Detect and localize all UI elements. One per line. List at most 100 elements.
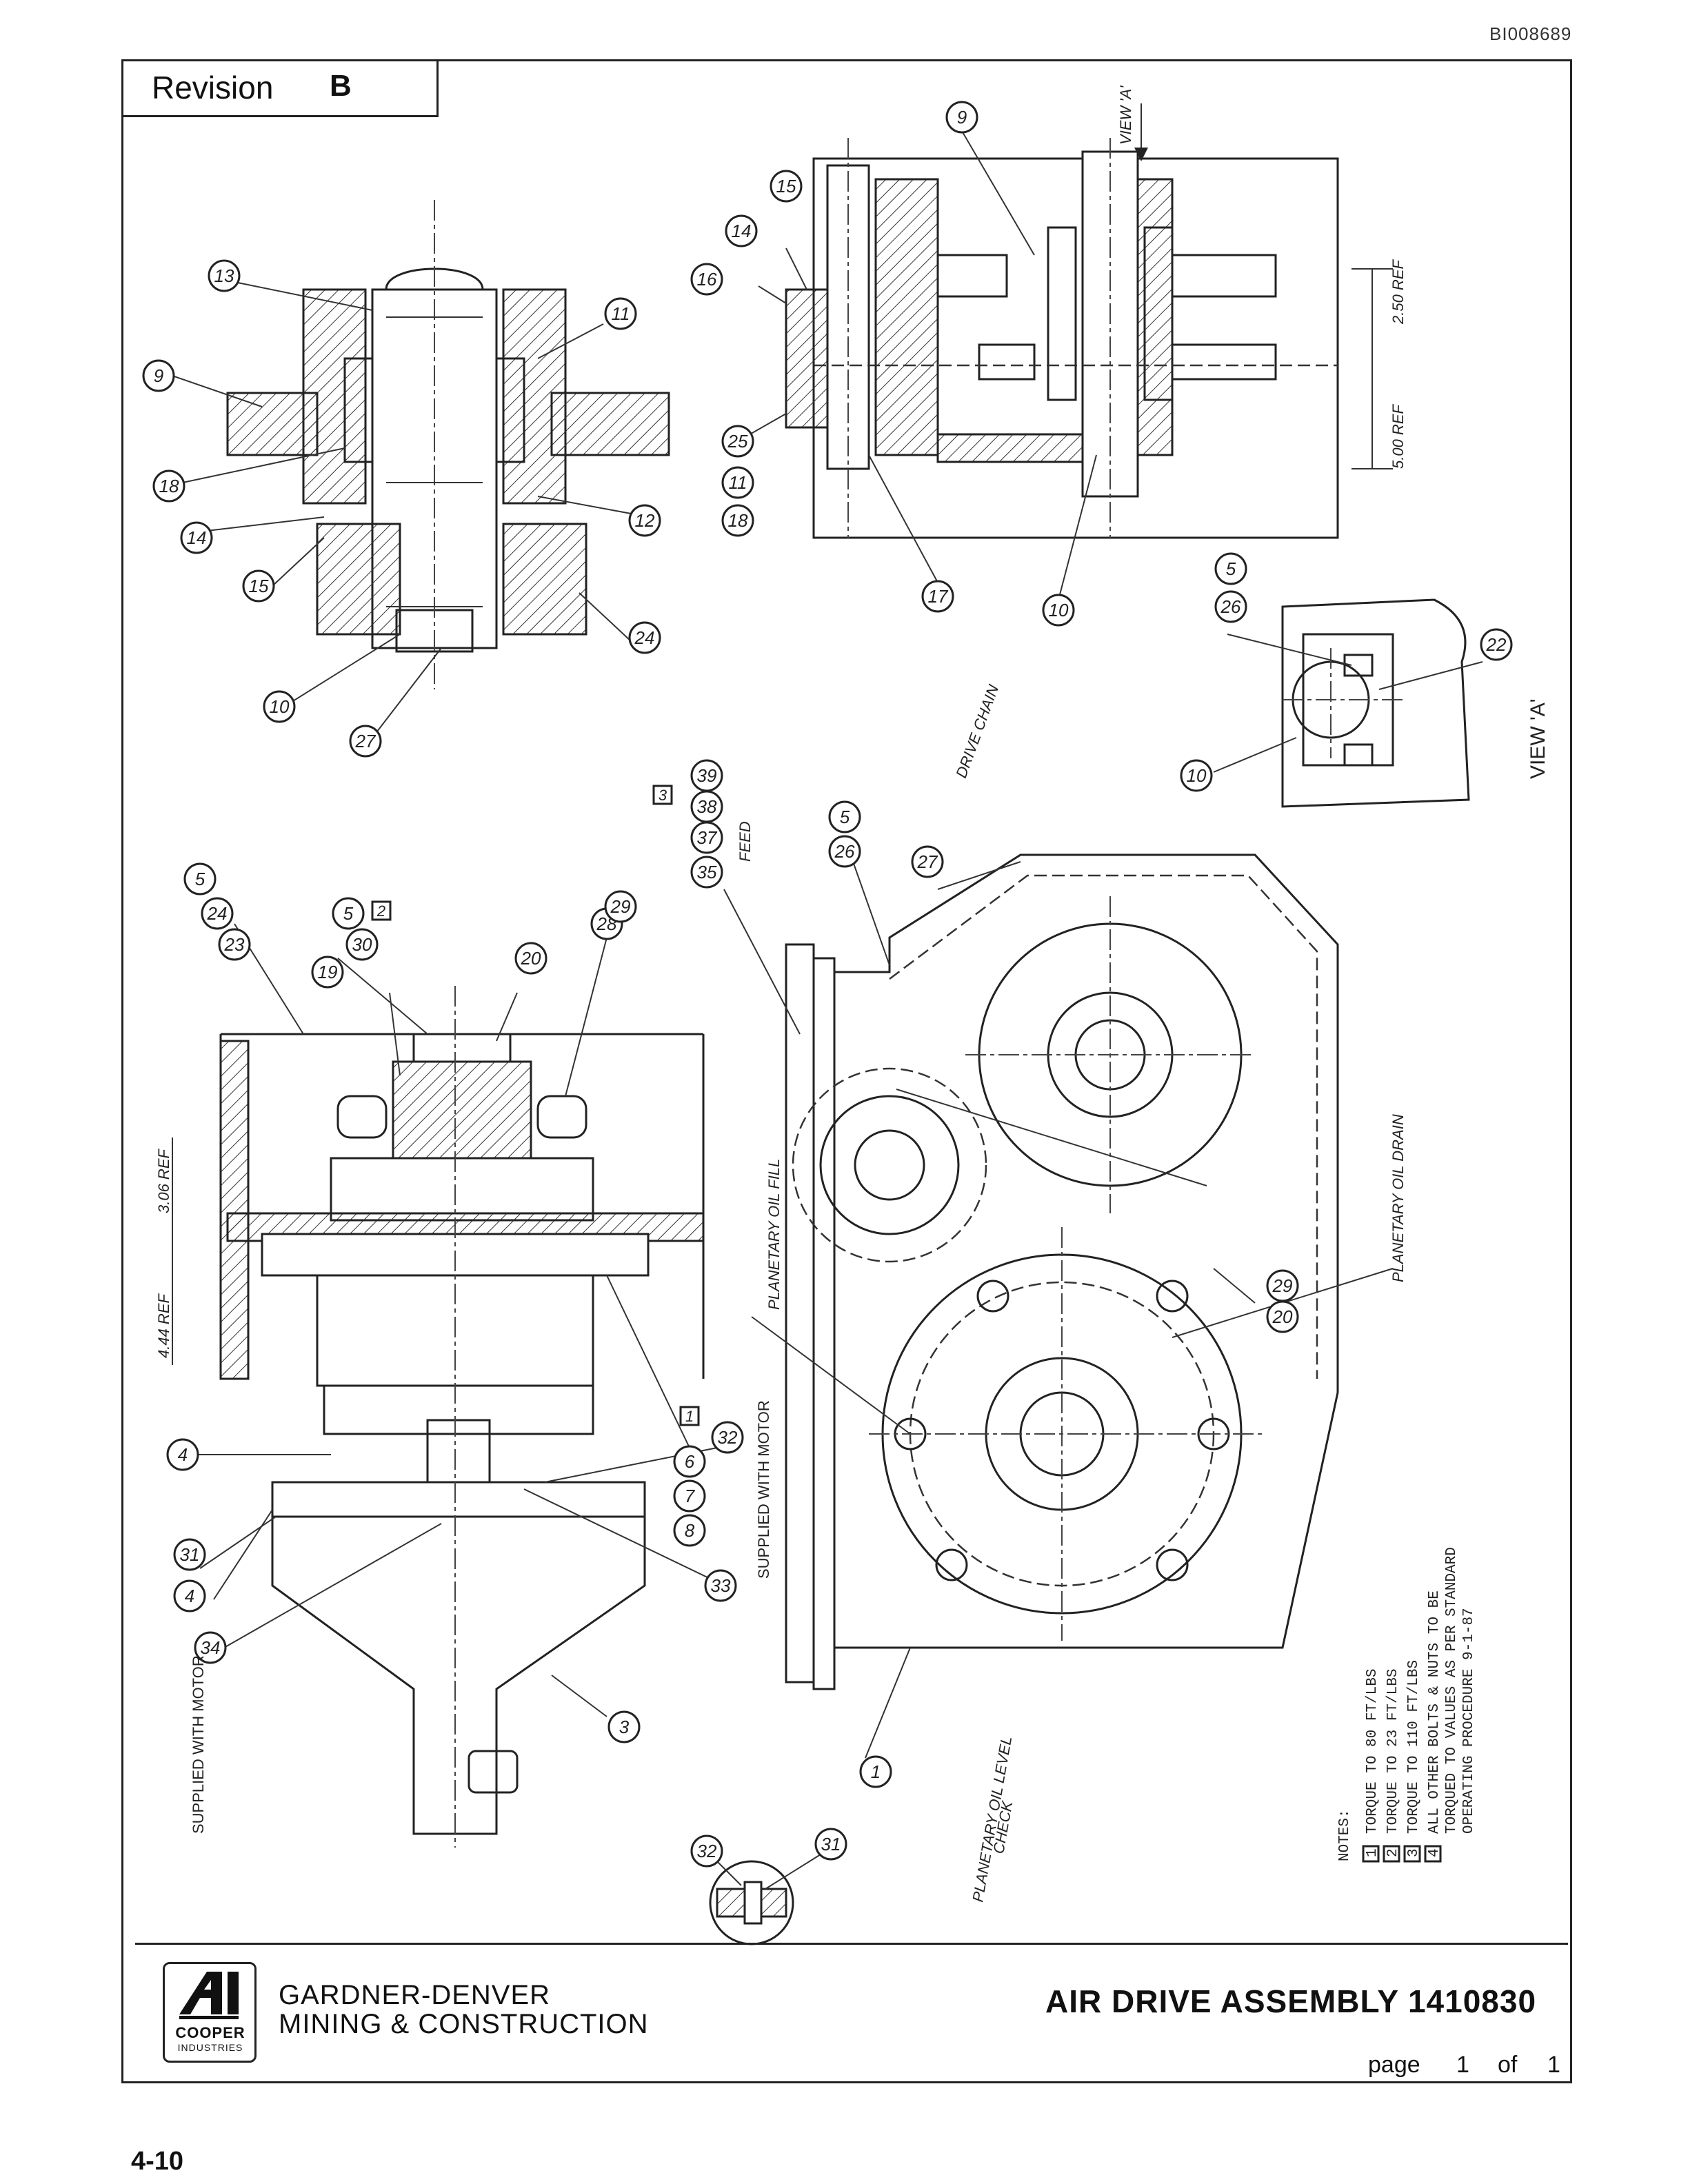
page-number: 1	[1456, 2052, 1469, 2078]
svg-text:4: 4	[185, 1586, 194, 1606]
svg-text:3: 3	[659, 787, 667, 804]
svg-text:23: 23	[224, 934, 245, 955]
note-4: 4 ALL OTHER BOLTS & NUTS TO BE TORQUED T…	[1424, 1547, 1477, 1863]
svg-text:26: 26	[834, 841, 855, 862]
planetary-oil-drain-label: PLANETARY OIL DRAIN	[1389, 1114, 1407, 1282]
balloon-37: 37	[690, 821, 723, 854]
balloon-38: 38	[690, 790, 723, 823]
svg-text:6: 6	[685, 1451, 695, 1472]
dimension-4-44: 4.44 REF	[155, 1293, 172, 1358]
balloon-26-view-a: 26	[1214, 590, 1247, 623]
planetary-oil-fill-label: PLANETARY OIL FILL	[765, 1159, 783, 1310]
balloon-27: 27	[349, 725, 382, 758]
svg-text:38: 38	[697, 796, 717, 817]
balloon-9-gearbox: 9	[945, 101, 978, 134]
svg-text:37: 37	[697, 827, 718, 848]
balloon-15-gearbox: 15	[770, 170, 803, 203]
balloon-35: 35	[690, 856, 723, 889]
balloon-26-case: 26	[828, 835, 861, 868]
balloon-5-view-a: 5	[1214, 552, 1247, 585]
svg-text:11: 11	[612, 303, 630, 324]
svg-text:27: 27	[917, 851, 938, 872]
svg-text:20: 20	[1272, 1306, 1293, 1327]
page-total: 1	[1547, 2052, 1560, 2078]
company-name: GARDNER-DENVER	[279, 1980, 551, 2010]
balloon-23: 23	[218, 928, 251, 961]
balloon-10-view-a: 10	[1180, 759, 1213, 792]
item-balloons: 9 13 11 18 14 15 12 24 10 27 9 15 14 16 …	[142, 101, 1513, 1868]
svg-text:29: 29	[1272, 1275, 1293, 1296]
svg-text:5: 5	[195, 869, 205, 889]
balloon-31-inset: 31	[814, 1828, 847, 1861]
svg-text:24: 24	[634, 627, 655, 648]
svg-text:32: 32	[718, 1427, 738, 1448]
page-of-label: of	[1498, 2052, 1518, 2078]
supplied-with-motor-label-2: SUPPLIED WITH MOTOR	[190, 1655, 207, 1834]
inset-detail-circle	[709, 1860, 794, 1945]
balloon-27-case: 27	[911, 845, 944, 878]
balloon-6: 6	[673, 1445, 706, 1478]
balloon-4-lower: 4	[173, 1579, 206, 1612]
note-flag-2: 2	[371, 900, 392, 921]
drawing-frame	[121, 59, 1572, 2083]
chain-case-front-view	[785, 853, 1339, 1690]
motor-side-view	[172, 986, 794, 1945]
balloon-29-case: 29	[1266, 1269, 1299, 1302]
balloon-24: 24	[628, 621, 661, 654]
svg-text:29: 29	[610, 896, 631, 917]
svg-text:TORQUE TO 110 FT/LBS: TORQUE TO 110 FT/LBS	[1406, 1660, 1422, 1834]
svg-text:3: 3	[1406, 1848, 1422, 1857]
svg-text:5: 5	[840, 807, 850, 827]
svg-text:39: 39	[697, 765, 717, 786]
feed-label: FEED	[736, 821, 754, 862]
balloon-15: 15	[242, 569, 275, 603]
notes-heading: NOTES:	[1337, 1809, 1353, 1861]
svg-text:10: 10	[1187, 765, 1207, 786]
note-flag-1: 1	[679, 1406, 700, 1426]
svg-text:5: 5	[343, 903, 354, 924]
balloon-11-gearbox: 11	[721, 466, 754, 499]
dimension-3-06: 3.06 REF	[155, 1149, 172, 1213]
svg-text:30: 30	[352, 934, 372, 955]
svg-text:10: 10	[1049, 600, 1069, 620]
note-flag-3: 3	[652, 785, 673, 805]
svg-text:31: 31	[180, 1544, 200, 1565]
balloon-5-case: 5	[828, 800, 861, 833]
title-block	[135, 1943, 1568, 2087]
manual-page-number: 4-10	[131, 2147, 184, 2176]
svg-text:14: 14	[187, 527, 207, 548]
balloon-10: 10	[263, 690, 296, 723]
svg-text:4: 4	[1427, 1848, 1443, 1857]
view-a-arrow-label: VIEW 'A'	[1117, 85, 1134, 145]
balloon-20: 20	[514, 942, 547, 975]
balloon-7: 7	[673, 1479, 706, 1513]
balloon-14-gearbox: 14	[725, 214, 758, 247]
svg-text:2: 2	[1385, 1848, 1401, 1857]
balloon-4: 4	[166, 1438, 199, 1471]
balloon-29: 29	[604, 890, 637, 923]
svg-text:14: 14	[732, 221, 752, 241]
balloon-10-gearbox: 10	[1042, 594, 1075, 627]
note-2: 2 TORQUE TO 23 FT/LBS	[1383, 1669, 1401, 1863]
cooper-logo	[163, 1962, 257, 2063]
svg-text:24: 24	[207, 903, 228, 924]
svg-text:3: 3	[619, 1717, 630, 1737]
svg-text:ALL OTHER BOLTS & NUTS TO BE: ALL OTHER BOLTS & NUTS TO BE	[1427, 1590, 1443, 1834]
svg-text:11: 11	[729, 472, 747, 493]
balloon-12: 12	[628, 504, 661, 537]
svg-text:18: 18	[728, 510, 748, 531]
svg-text:31: 31	[821, 1834, 841, 1854]
balloon-39: 39	[690, 759, 723, 792]
balloon-8: 8	[673, 1514, 706, 1547]
svg-text:TORQUED TO VALUES AS PER STAND: TORQUED TO VALUES AS PER STANDARD	[1444, 1547, 1460, 1834]
svg-text:27: 27	[355, 731, 376, 751]
svg-text:15: 15	[776, 176, 796, 196]
balloon-3: 3	[607, 1710, 641, 1743]
balloon-25: 25	[721, 425, 754, 458]
svg-text:18: 18	[159, 476, 179, 496]
svg-text:OPERATING PROCEDURE 9-1-87: OPERATING PROCEDURE 9-1-87	[1461, 1608, 1477, 1834]
svg-text:7: 7	[685, 1486, 696, 1506]
note-3: 3 TORQUE TO 110 FT/LBS	[1403, 1660, 1422, 1863]
balloon-22: 22	[1480, 628, 1513, 661]
logo-industries-text: INDUSTRIES	[177, 2042, 243, 2053]
